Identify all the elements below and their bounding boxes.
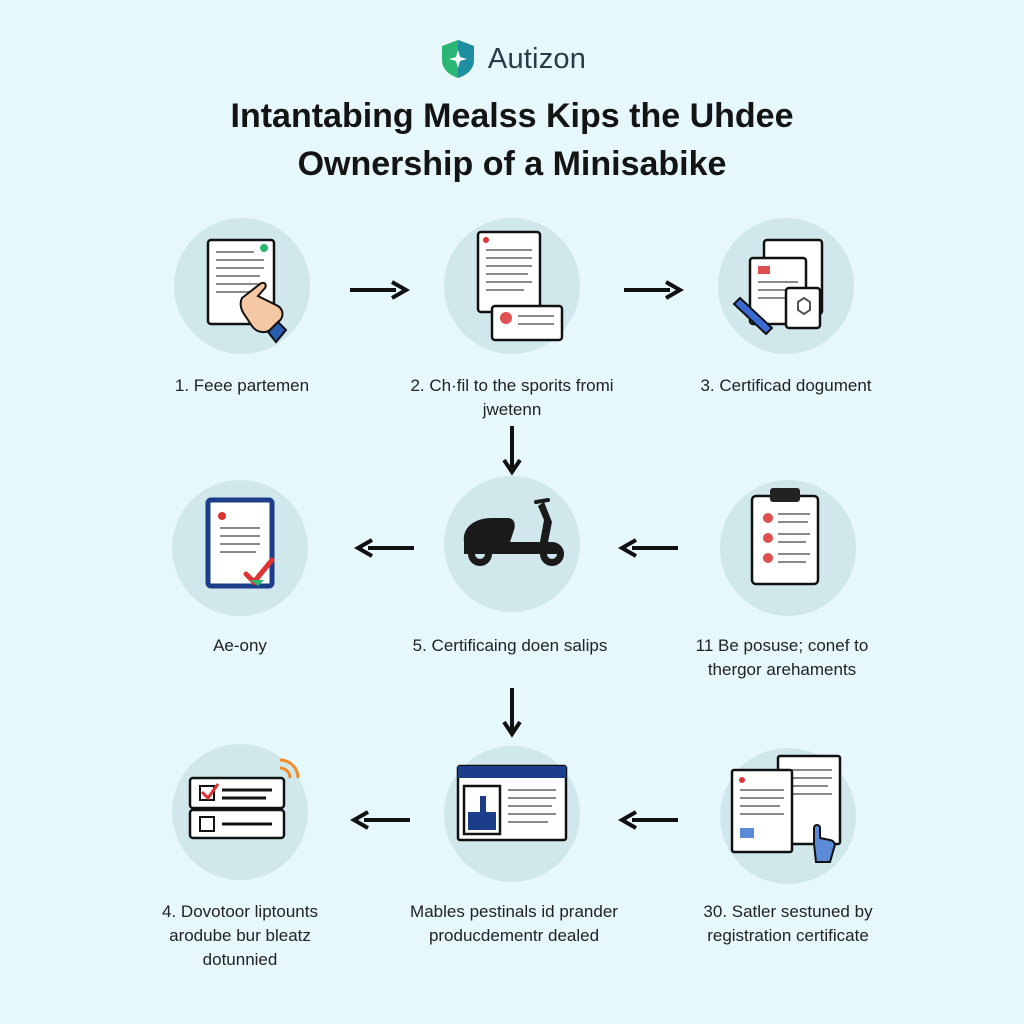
checked-document-icon (205, 497, 275, 589)
document-hand-icon (206, 238, 288, 344)
step-4-caption: Ae-ony (213, 636, 267, 655)
arrow-left-4 (618, 810, 678, 830)
step-7-circle (172, 744, 308, 880)
step-8-caption: Mables pestinals id prander producdement… (410, 902, 618, 945)
certificate-pen-icon (732, 238, 824, 336)
page-title: Intantabing Mealss Kips the Uhdee Owners… (0, 92, 1024, 188)
title-line-2: Ownership of a Minisabike (297, 145, 727, 183)
step-4-circle (172, 480, 308, 616)
browser-window-icon (456, 764, 568, 842)
arrow-down-1 (502, 426, 522, 476)
title-line-1: Intantabing Mealss Kips the Uhdee (230, 97, 794, 135)
step-3-circle (718, 218, 854, 354)
arrow-left-1 (354, 538, 414, 558)
signed-certificate-icon (730, 754, 842, 863)
checkbox-form-icon (188, 758, 300, 840)
step-2-caption: 2. Ch·fil to the sporits fromi jwetenn (410, 376, 614, 419)
brand-name: Autizon (487, 42, 587, 75)
shield-logo-icon (441, 40, 474, 78)
clipboard-icon (750, 488, 820, 586)
step-5-circle (444, 476, 580, 612)
documents-stack-icon (476, 230, 564, 342)
step-6-circle (720, 480, 856, 616)
arrow-down-2 (502, 688, 522, 738)
step-5-caption: 5. Certificaing doen salips (412, 636, 608, 655)
step-1-circle (174, 218, 310, 354)
step-3-caption: 3. Certificad dogument (700, 376, 872, 395)
step-2-circle (444, 218, 580, 354)
step-7-caption: 4. Dovotoor liptounts arodube bur bleatz… (162, 902, 318, 969)
step-9-caption: 30. Satler sestuned by registration cert… (703, 902, 873, 945)
step-1-caption: 1. Feee partemen (174, 376, 310, 395)
step-9-circle (720, 748, 856, 884)
step-8-circle (444, 746, 580, 882)
scooter-icon (463, 498, 564, 566)
brand-header: Autizon (0, 38, 1024, 80)
step-6-caption: 11 Be posuse; conef to thergor arehament… (695, 636, 869, 679)
arrow-right-1 (350, 280, 410, 300)
arrow-left-3 (350, 810, 410, 830)
arrow-left-2 (618, 538, 678, 558)
arrow-right-2 (624, 280, 684, 300)
